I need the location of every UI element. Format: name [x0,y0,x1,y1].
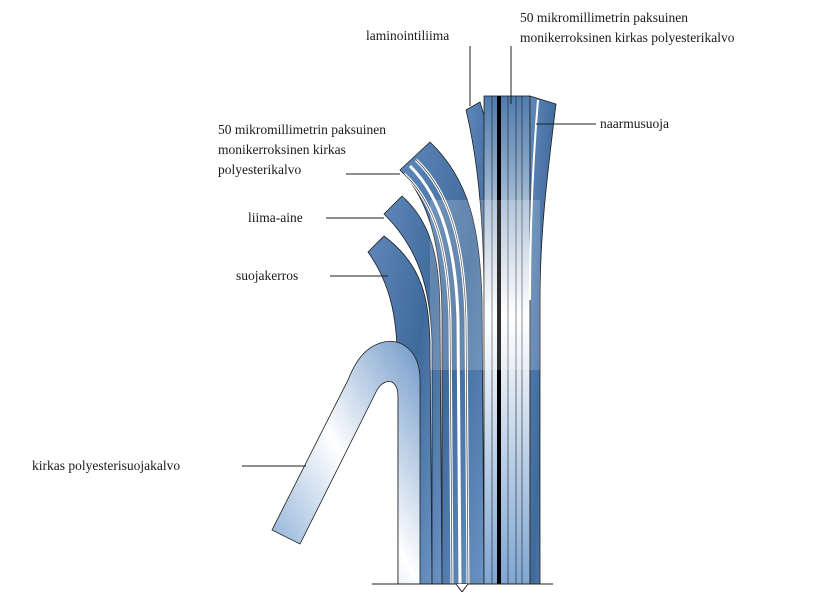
label-left-film-line2: monikerroksinen kirkas [218,142,346,157]
label-adhesive: liima-aine [248,210,303,225]
label-top-film-line2: monikerroksinen kirkas polyesterikalvo [520,30,735,45]
label-left-film-line3: polyesterikalvo [218,162,301,177]
label-top-film-line1: 50 mikromillimetrin paksuinen [520,10,688,25]
label-laminating-adhesive: laminointiliima [366,28,449,43]
clear-film-arm [272,341,420,584]
label-protective-layer: suojakerros [236,268,298,283]
cut-notch [456,584,468,592]
laminate-stack [368,96,556,584]
label-left-film-line1: 50 mikromillimetrin paksuinen [218,122,386,137]
label-clear-film: kirkas polyesterisuojakalvo [32,458,180,473]
label-scratch-guard: naarmusuoja [600,116,669,131]
